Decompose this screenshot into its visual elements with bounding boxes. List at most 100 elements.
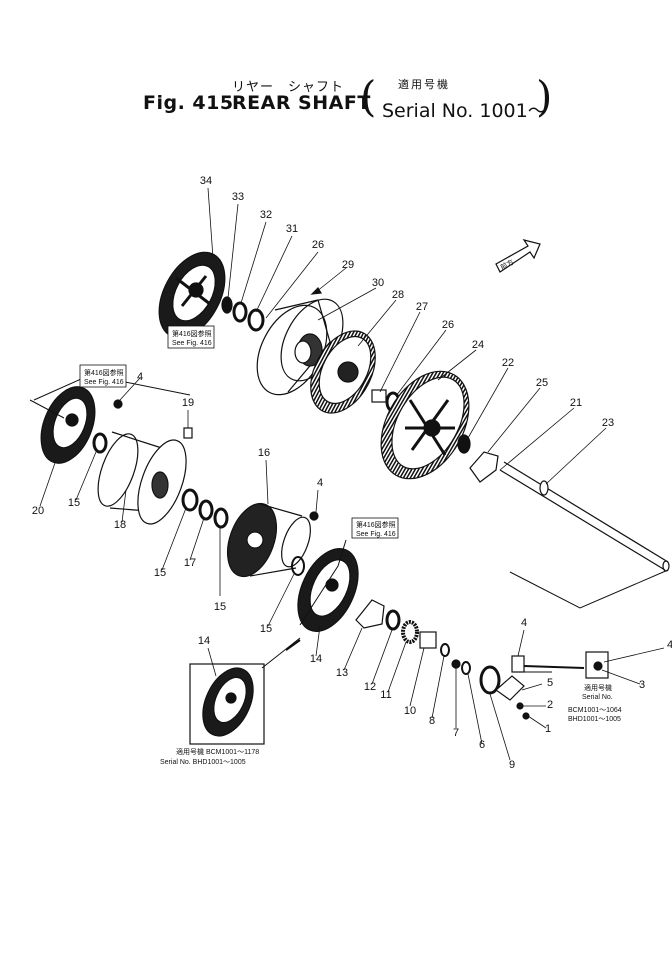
- callout-4: 4: [137, 371, 143, 383]
- serial-right-en: Serial No.: [582, 694, 613, 701]
- callout-26: 26: [312, 239, 324, 251]
- part-14-brake-drum: [297, 548, 359, 632]
- callout-22: 22: [502, 357, 514, 369]
- part-4-shaft-inset: [523, 665, 585, 669]
- part-15-ring-c: [213, 507, 229, 529]
- callout-21: 21: [570, 397, 582, 409]
- part-8-washer-a: [440, 643, 450, 657]
- part-30-drum: [256, 298, 344, 396]
- part-7-nut: [451, 659, 461, 669]
- part-15-ring-d: [291, 556, 305, 576]
- serial-right-1: BCM1001～1064: [568, 707, 622, 714]
- part-9-ring: [479, 665, 501, 695]
- part-31-bearing: [247, 308, 265, 332]
- callout-15: 15: [68, 497, 80, 509]
- part-18-spool: [97, 431, 187, 525]
- callout-31: 31: [286, 223, 298, 235]
- part-34-brake-drum: [158, 251, 226, 339]
- open-paren: (: [360, 72, 377, 121]
- callout-5: 5: [547, 677, 553, 689]
- serial-14-jp: 適用号機 BCM1001～1178: [176, 747, 259, 756]
- callout-leaders: [39, 187, 665, 761]
- serial-14-en: Serial No. BHD1001～1005: [160, 759, 246, 766]
- callout-numbers: 3433323126293028272624222521234191642015…: [32, 175, 672, 771]
- part-5-cap: [495, 675, 525, 701]
- callout-4: 4: [667, 639, 672, 651]
- part-21-rear-shaft: [499, 461, 670, 572]
- callout-32: 32: [260, 209, 272, 221]
- part-13-bracket: [355, 599, 385, 629]
- close-paren: ): [536, 72, 553, 121]
- figure-number: Fig. 415: [143, 92, 234, 114]
- callout-8: 8: [429, 715, 435, 727]
- japanese-title: リヤー シャフト: [232, 80, 345, 95]
- part-17-ring: [198, 499, 214, 521]
- serial-inset-box-right: [585, 651, 609, 679]
- callout-3: 3: [639, 679, 645, 691]
- japanese-serial-label: 適用号機: [398, 78, 450, 91]
- part-28-gear: [310, 330, 376, 414]
- callout-16: 16: [258, 447, 270, 459]
- front-direction-arrow: [495, 239, 541, 273]
- part-33-ring: [221, 296, 233, 314]
- part-23-collar: [539, 480, 549, 496]
- see-fig-416-jp-c: 第416図参照: [356, 520, 396, 529]
- part-16-clutch: [226, 502, 311, 578]
- part-32-ring: [232, 301, 248, 323]
- callout-27: 27: [416, 301, 428, 313]
- callout-14: 14: [198, 635, 210, 647]
- part-10-sleeve: [419, 631, 437, 649]
- serial-right-jp: 適用号機: [584, 683, 612, 692]
- callout-4: 4: [521, 617, 527, 629]
- callout-19: 19: [182, 397, 194, 409]
- part-27-spacer: [371, 389, 387, 403]
- figure-title: REAR SHAFT: [232, 92, 371, 114]
- see-fig-416-jp-a: 第416図参照: [172, 329, 212, 338]
- serial-right-2: BHD1001～1005: [568, 716, 621, 723]
- part-4-plate: [511, 655, 525, 673]
- part-1-bolt: [522, 712, 530, 720]
- callout-24: 24: [472, 339, 484, 351]
- callout-13: 13: [336, 667, 348, 679]
- part-22-bearing: [457, 434, 471, 454]
- serial-range: Serial No. 1001～: [382, 100, 547, 122]
- part-11-spring: [401, 620, 419, 644]
- callout-33: 33: [232, 191, 244, 203]
- callout-15: 15: [260, 623, 272, 635]
- see-fig-416-en-c: See Fig. 416: [356, 531, 396, 538]
- see-fig-416-en-a: See Fig. 416: [172, 340, 212, 347]
- callout-15: 15: [154, 567, 166, 579]
- callout-23: 23: [602, 417, 614, 429]
- callout-15: 15: [214, 601, 226, 613]
- part-4-bolt-b: [309, 511, 319, 521]
- callout-30: 30: [372, 277, 384, 289]
- callout-34: 34: [200, 175, 212, 187]
- serial-inset-box-14: [189, 663, 265, 745]
- callout-7: 7: [453, 727, 459, 739]
- callout-29: 29: [342, 259, 354, 271]
- part-24-large-gear: [380, 370, 470, 480]
- see-fig-416-en-b: See Fig. 416: [84, 379, 124, 386]
- callout-26: 26: [442, 319, 454, 331]
- callout-10: 10: [404, 705, 416, 717]
- callout-20: 20: [32, 505, 44, 517]
- callout-14: 14: [310, 653, 322, 665]
- callout-4: 4: [317, 477, 323, 489]
- callout-2: 2: [547, 699, 553, 711]
- part-25-housing: [469, 451, 499, 483]
- part-12-ring: [385, 609, 401, 631]
- part-3-nut: [593, 661, 603, 671]
- callout-28: 28: [392, 289, 404, 301]
- part-19-nut: [183, 427, 193, 439]
- callout-1: 1: [545, 723, 551, 735]
- reference-notes: 第416図参照 See Fig. 416 第416図参照 See Fig. 41…: [79, 257, 622, 766]
- part-20-brake-drum: [40, 386, 96, 464]
- see-fig-416-jp-b: 第416図参照: [84, 368, 124, 377]
- part-14-pin: [285, 639, 301, 651]
- part-15-ring-b: [181, 488, 199, 512]
- callout-12: 12: [364, 681, 376, 693]
- callout-17: 17: [184, 557, 196, 569]
- callout-9: 9: [509, 759, 515, 771]
- part-4-bolt-a: [113, 399, 123, 409]
